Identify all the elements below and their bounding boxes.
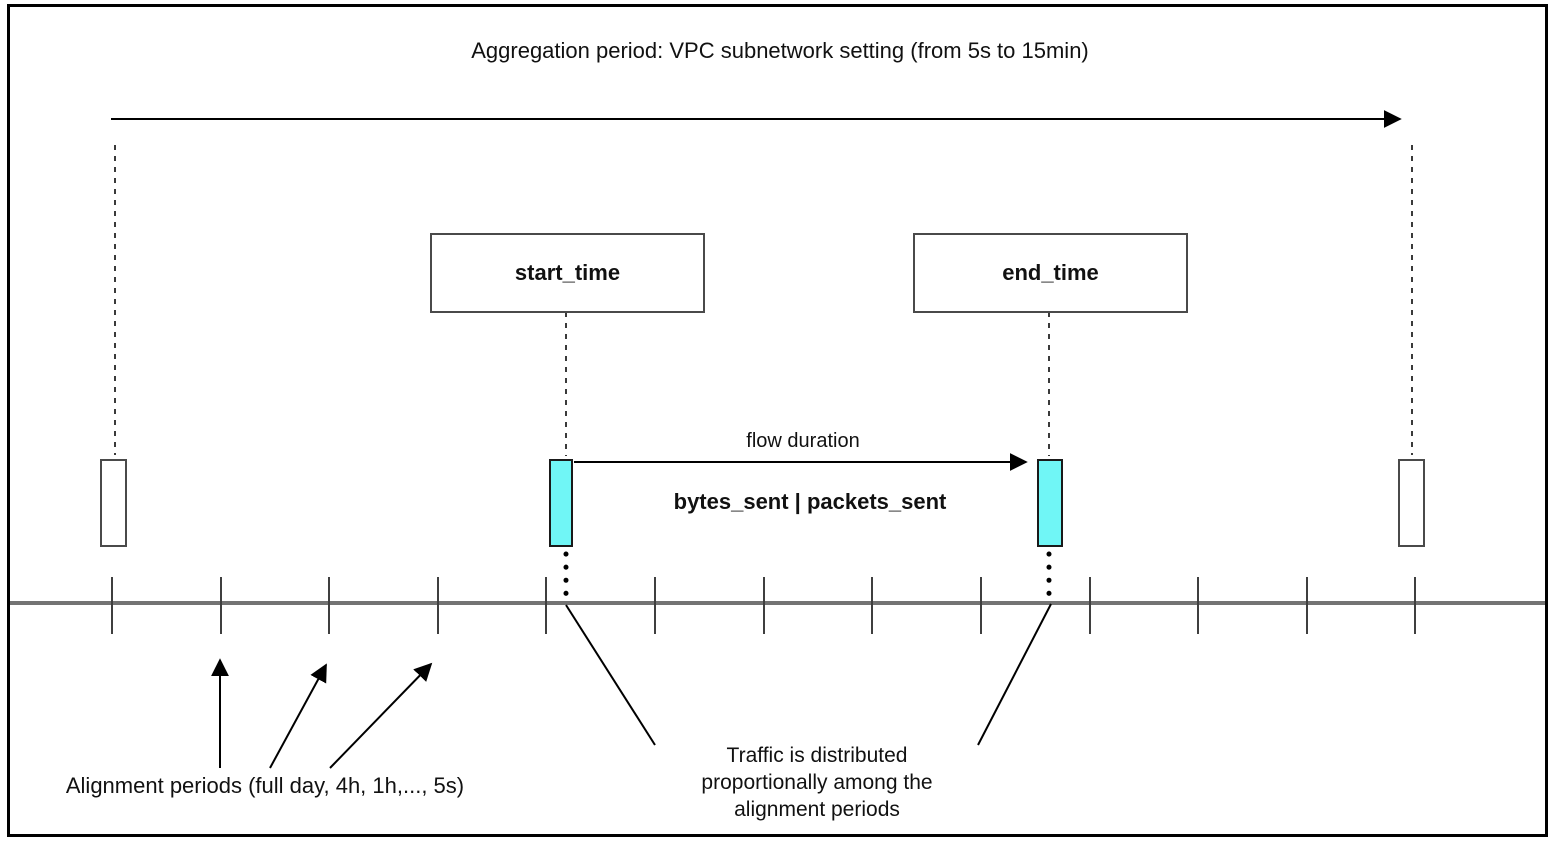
end-flow-marker	[1037, 459, 1063, 547]
diagram-title: Aggregation period: VPC subnetwork setti…	[471, 38, 1089, 63]
flow-metrics-label: bytes_sent | packets_sent	[673, 489, 947, 514]
start-time-box: start_time	[430, 233, 705, 313]
start-flow-marker	[549, 459, 573, 547]
traffic-note-line-1: Traffic is distributed	[726, 744, 908, 767]
alignment-pointer-arrow-2	[269, 663, 327, 769]
flow-duration-label: flow duration	[746, 430, 860, 452]
right-period-rect	[1398, 459, 1425, 547]
traffic-note-line-3: alignment periods	[734, 798, 900, 821]
traffic-note: Traffic is distributed proportionally am…	[647, 742, 987, 823]
traffic-note-line-2: proportionally among the	[701, 771, 933, 794]
alignment-pointer-arrow-3	[329, 662, 433, 769]
traffic-note-left-callout-line	[565, 604, 656, 746]
end-time-box: end_time	[913, 233, 1188, 313]
left-period-rect	[100, 459, 127, 547]
alignment-periods-label: Alignment periods (full day, 4h, 1h,...,…	[65, 773, 465, 798]
traffic-note-right-callout-line	[977, 603, 1052, 746]
end-time-label: end_time	[1002, 260, 1099, 285]
start-time-label: start_time	[514, 260, 621, 285]
